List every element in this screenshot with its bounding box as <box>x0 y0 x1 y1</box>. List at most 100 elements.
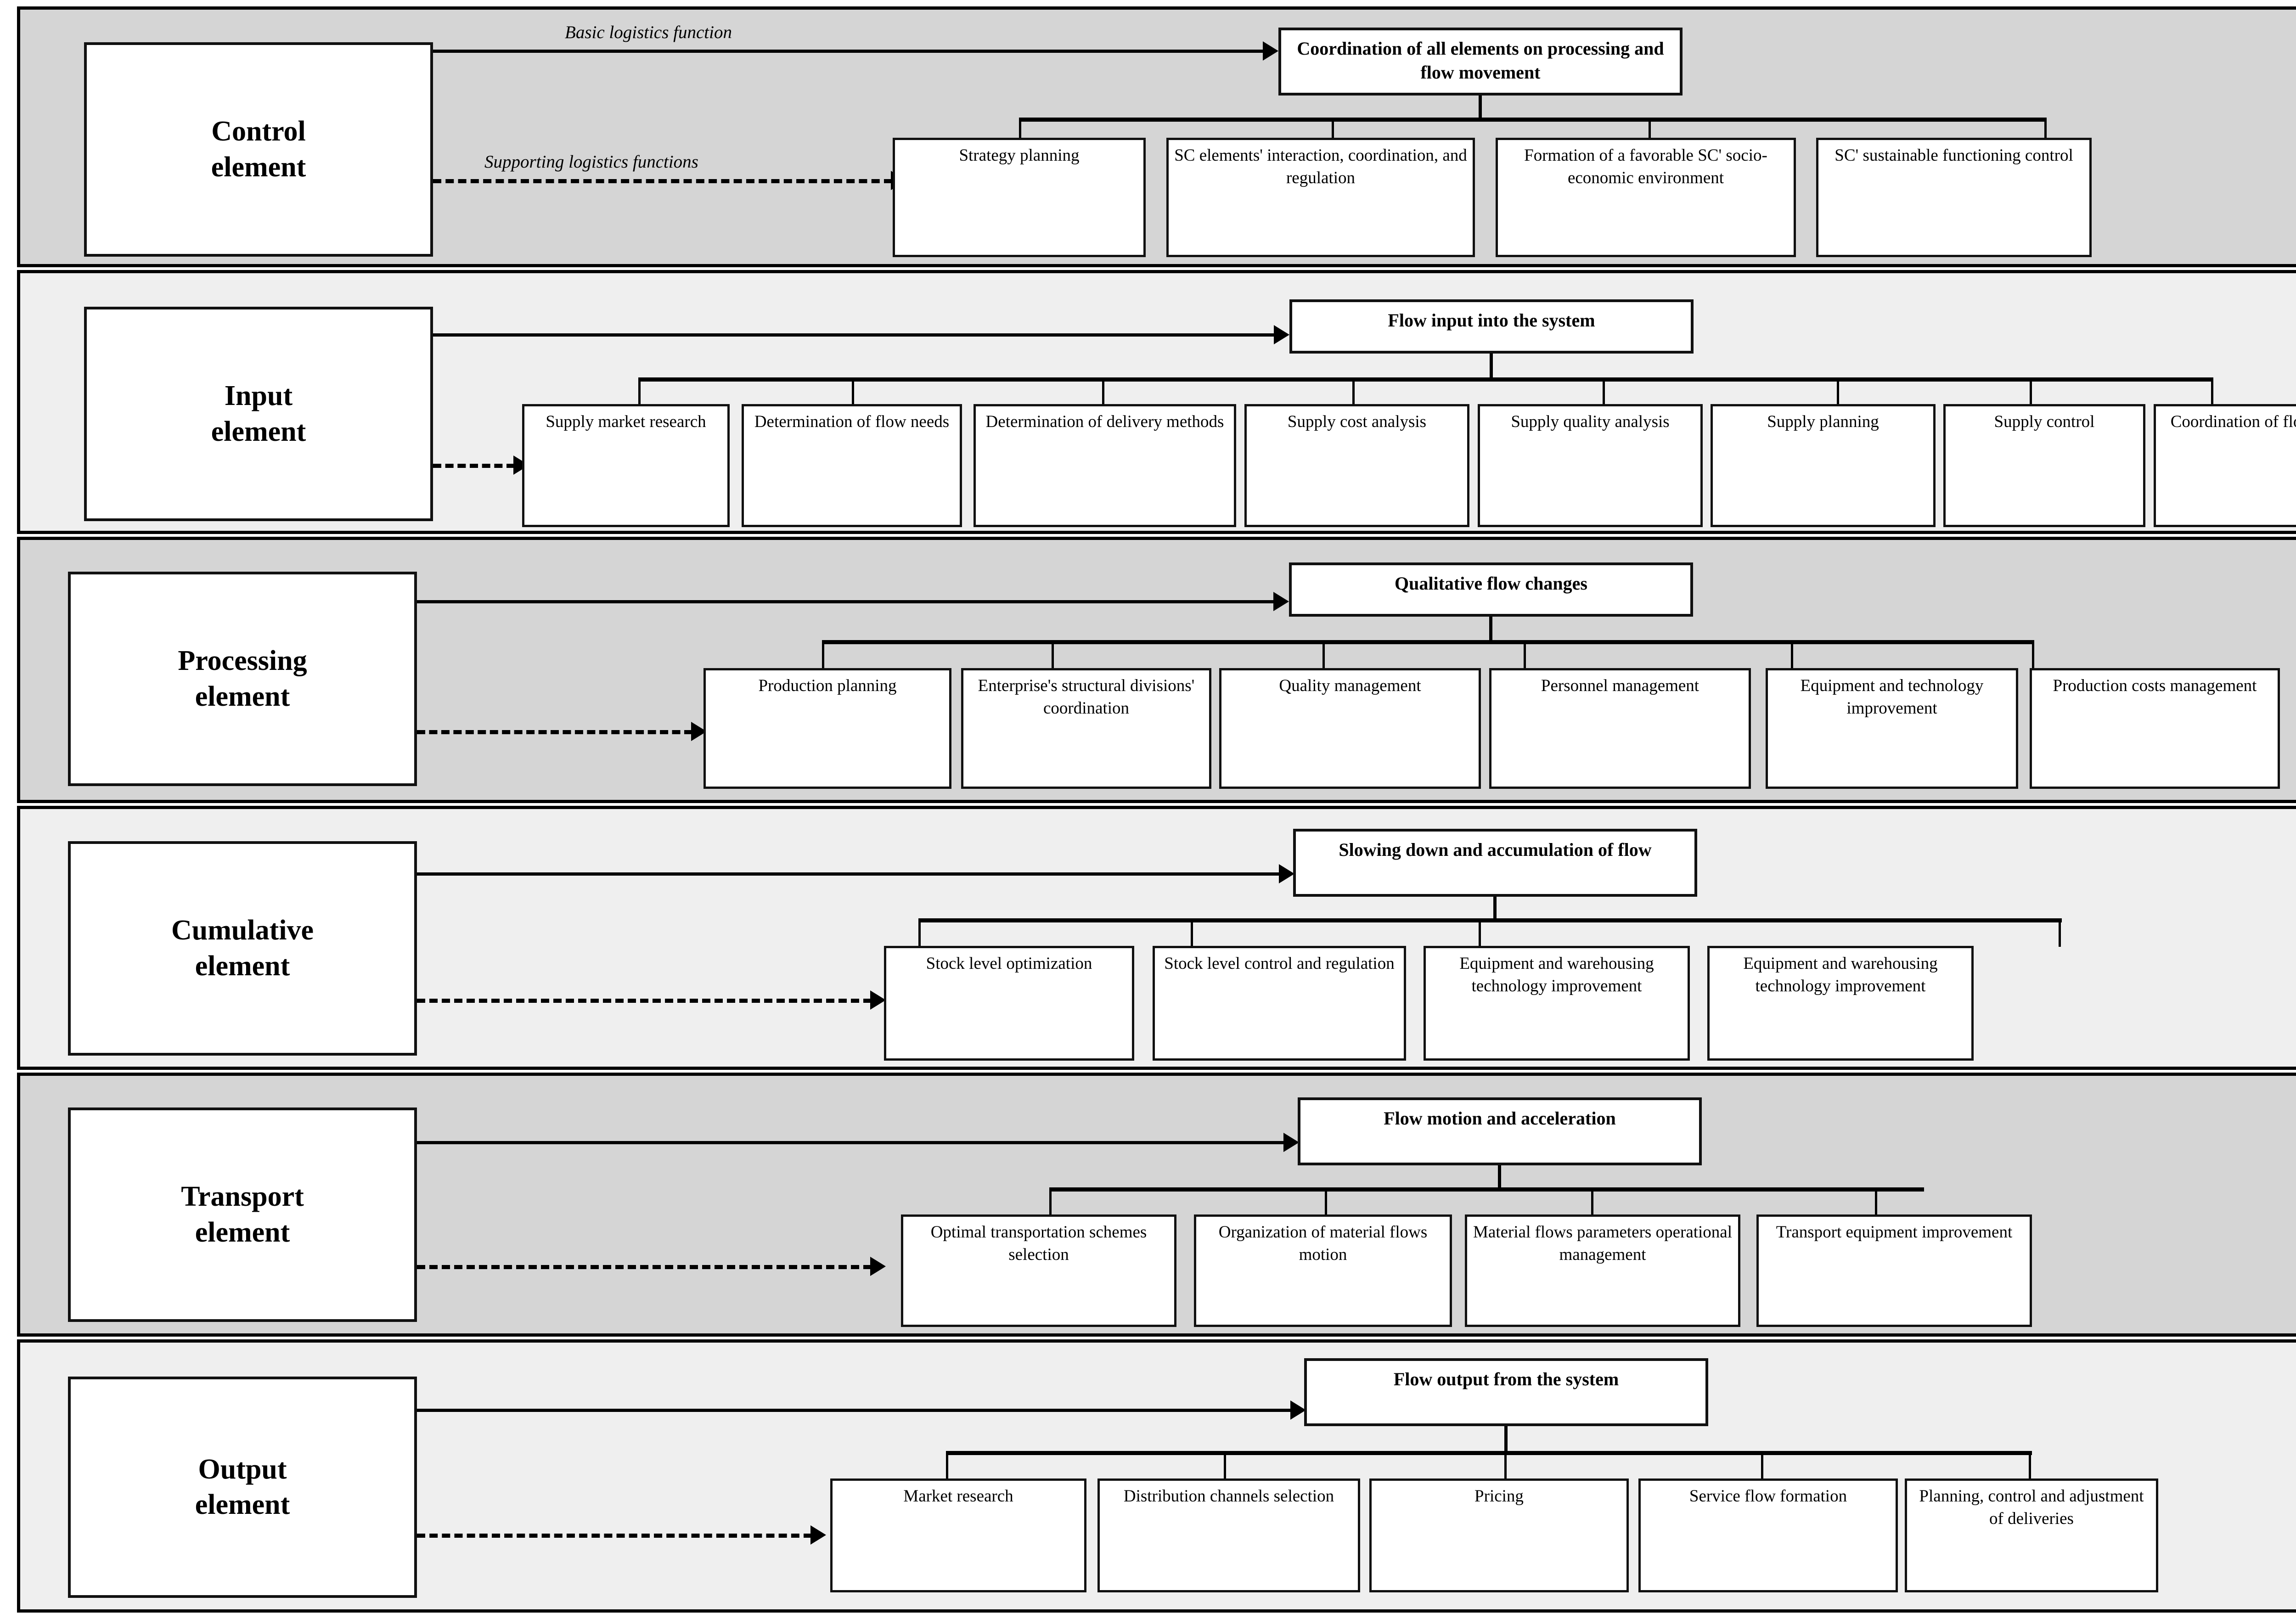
basic-function-line-output <box>417 1409 1292 1412</box>
leaf-label: Equipment and technology improvement <box>1800 676 1984 718</box>
leaf-box[interactable]: Planning, control and adjustment of deli… <box>1905 1478 2158 1592</box>
leaf-box[interactable]: Optimal transportation schemes selection <box>901 1214 1176 1327</box>
leaf-label: Quality management <box>1279 676 1421 695</box>
leaf-box[interactable]: Distribution channels selection <box>1097 1478 1360 1592</box>
tree-stem-processing <box>1489 617 1492 642</box>
leaf-label: Supply planning <box>1767 412 1879 431</box>
leaf-box[interactable]: Production planning <box>703 668 951 789</box>
tree-drop-output-3 <box>1761 1451 1763 1479</box>
element-box-control[interactable]: Control element <box>84 42 433 257</box>
leaf-box[interactable]: Supply market research <box>522 404 730 527</box>
leaf-label: Equipment and warehousing technology imp… <box>1459 954 1654 995</box>
element-label-line2: element <box>195 1489 290 1520</box>
leaf-label: Formation of a favorable SC' socio-econo… <box>1524 146 1767 187</box>
element-label-line1: Control <box>211 116 306 147</box>
header-box-output[interactable]: Flow output from the system <box>1304 1358 1708 1426</box>
tree-drop-input-4 <box>1603 377 1605 406</box>
leaf-label: Stock level control and regulation <box>1164 954 1395 973</box>
leaf-label: Service flow formation <box>1689 1487 1847 1506</box>
leaf-box[interactable]: Organization of material flows motion <box>1194 1214 1452 1327</box>
header-box-control[interactable]: Coordination of all elements on processi… <box>1278 28 1683 96</box>
header-box-transport[interactable]: Flow motion and acceleration <box>1298 1097 1702 1165</box>
basic-function-arrowhead-processing <box>1273 592 1289 611</box>
leaf-box[interactable]: Equipment and warehousing technology imp… <box>1707 946 1974 1061</box>
leaf-box[interactable]: Equipment and warehousing technology imp… <box>1424 946 1690 1061</box>
supporting-function-arrowhead-cumulative <box>870 990 886 1010</box>
leaf-box[interactable]: Personnel management <box>1489 668 1751 789</box>
leaf-box[interactable]: Material flows parameters operational ma… <box>1465 1214 1740 1327</box>
leaf-box[interactable]: Formation of a favorable SC' socio-econo… <box>1496 138 1796 257</box>
tree-drop-cumulative-0 <box>918 918 921 947</box>
supporting-function-line-control <box>433 179 892 183</box>
leaf-label: Organization of material flows motion <box>1218 1223 1428 1264</box>
tree-drop-input-6 <box>2030 377 2032 406</box>
leaf-label: SC elements' interaction, coordination, … <box>1174 146 1467 187</box>
tree-drop-output-2 <box>1504 1451 1507 1479</box>
leaf-box[interactable]: Equipment and technology improvement <box>1766 668 2018 789</box>
header-box-input[interactable]: Flow input into the system <box>1289 299 1694 354</box>
tree-bus-cumulative <box>918 918 2062 922</box>
tree-drop-output-4 <box>2029 1451 2031 1479</box>
leaf-box[interactable]: Determination of flow needs <box>742 404 962 527</box>
leaf-label: Supply cost analysis <box>1287 412 1427 431</box>
leaf-box[interactable]: Strategy planning <box>893 138 1146 257</box>
leaf-label: Supply control <box>1994 412 2095 431</box>
header-box-processing[interactable]: Qualitative flow changes <box>1289 562 1693 617</box>
header-text-processing: Qualitative flow changes <box>1395 573 1587 594</box>
connector-label-supporting-control: Supporting logistics functions <box>484 152 698 172</box>
tree-stem-input <box>1490 354 1493 379</box>
tree-drop-input-5 <box>1837 377 1839 406</box>
leaf-label: Pricing <box>1474 1487 1524 1506</box>
leaf-box[interactable]: Supply planning <box>1711 404 1936 527</box>
basic-function-line-cumulative <box>417 872 1280 876</box>
element-label-line2: element <box>211 151 306 183</box>
element-label-line2: element <box>211 416 306 447</box>
supporting-function-line-input <box>433 464 515 468</box>
leaf-box[interactable]: Supply control <box>1943 404 2145 527</box>
leaf-label: Supply market research <box>546 412 706 431</box>
element-box-input[interactable]: Input element <box>84 307 433 521</box>
leaf-box[interactable]: Market research <box>830 1478 1086 1592</box>
basic-function-arrowhead-cumulative <box>1279 864 1294 883</box>
supporting-function-line-output <box>417 1534 812 1538</box>
leaf-label: SC' sustainable functioning control <box>1835 146 2073 165</box>
header-text-input: Flow input into the system <box>1388 310 1595 331</box>
leaf-box[interactable]: Stock level control and regulation <box>1153 946 1406 1061</box>
leaf-box[interactable]: SC elements' interaction, coordination, … <box>1166 138 1475 257</box>
element-label-line1: Cumulative <box>171 915 314 946</box>
leaf-box[interactable]: Supply quality analysis <box>1478 404 1703 527</box>
tree-drop-processing-4 <box>1791 640 1793 669</box>
tree-bus-input <box>638 377 2213 382</box>
element-label-line1: Input <box>224 380 293 411</box>
tree-bus-processing <box>822 640 2034 644</box>
header-box-cumulative[interactable]: Slowing down and accumulation of flow <box>1293 829 1697 897</box>
leaf-box[interactable]: Enterprise's structural divisions' coord… <box>961 668 1211 789</box>
connector-label-basic-control: Basic logistics function <box>565 22 732 42</box>
leaf-box[interactable]: Pricing <box>1369 1478 1629 1592</box>
tree-drop-cumulative-2 <box>1479 918 1481 947</box>
leaf-box[interactable]: Coordination of flow motion <box>2154 404 2296 527</box>
leaf-label: Optimal transportation schemes selection <box>930 1223 1147 1264</box>
leaf-box[interactable]: Transport equipment improvement <box>1756 1214 2032 1327</box>
tree-drop-input-0 <box>638 377 641 406</box>
leaf-box[interactable]: Determination of delivery methods <box>974 404 1236 527</box>
leaf-box[interactable]: Production costs management <box>2030 668 2280 789</box>
tree-drop-processing-0 <box>822 640 824 669</box>
leaf-label: Planning, control and adjustment of deli… <box>1919 1487 2144 1528</box>
leaf-box[interactable]: Supply cost analysis <box>1244 404 1469 527</box>
leaf-box[interactable]: Stock level optimization <box>884 946 1134 1061</box>
leaf-box[interactable]: Quality management <box>1219 668 1481 789</box>
basic-function-line-transport <box>417 1141 1285 1144</box>
element-label-line1: Transport <box>181 1181 304 1212</box>
tree-drop-input-1 <box>852 377 854 406</box>
basic-function-arrowhead-transport <box>1283 1133 1299 1152</box>
leaf-box[interactable]: Service flow formation <box>1638 1478 1898 1592</box>
leaf-label: Distribution channels selection <box>1123 1487 1334 1506</box>
leaf-box[interactable]: SC' sustainable functioning control <box>1816 138 2092 257</box>
tree-drop-input-7 <box>2211 377 2213 406</box>
